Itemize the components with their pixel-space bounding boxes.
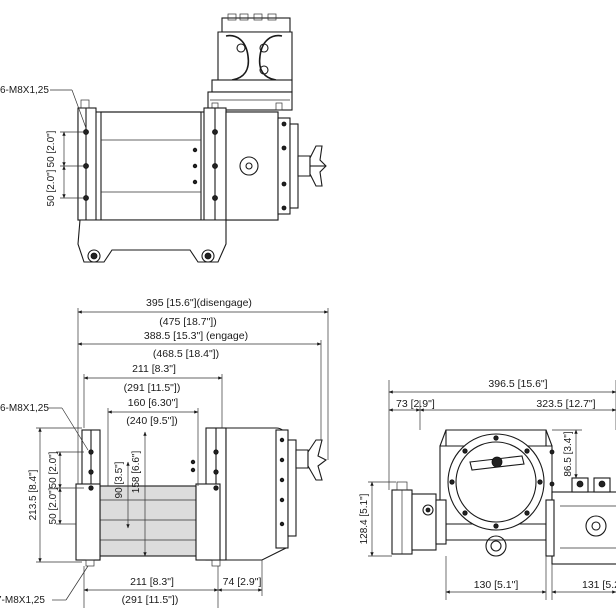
dim-top-upper-pitch: 50 [2.0"]	[46, 130, 57, 167]
dim-side-right: 323.5 [12.7"]	[536, 398, 595, 410]
dim-front-base-alt: (291 [11.5"])	[122, 594, 179, 606]
dim-barrel-dia: 90 [3.5"]	[114, 461, 125, 498]
dim-side-motor-height: 86.5 [3.4"]	[563, 431, 574, 476]
side-view: 396.5 [15.6"] 73 [2.9"] 323.5 [12.7"] 86…	[359, 378, 616, 600]
dim-front-upper-pitch: 50 [2.0"]	[48, 451, 59, 488]
front-winch-body	[75, 427, 328, 567]
dim-drum-alt: (291 [11.5"])	[124, 382, 181, 394]
top-view: 50 [2.0"] 50 [2.0"] 6-M8X1,25	[0, 13, 327, 263]
front-view-dimensions: 395 [15.6"](disengage) (475 [18.7"]) 388…	[0, 297, 329, 608]
side-view-dimensions: 396.5 [15.6"] 73 [2.9"] 323.5 [12.7"] 86…	[359, 378, 616, 600]
dim-side-base-height: 128.4 [5.1"]	[359, 493, 370, 544]
dim-overall-disengage-alt: (475 [18.7"])	[159, 316, 216, 328]
dim-overall-engage: 388.5 [15.3"] (engage)	[144, 330, 248, 342]
dim-inner-alt: (240 [9.5"])	[126, 415, 178, 427]
callout-top-bolt: 6-M8X1,25	[0, 85, 49, 96]
callout-front-bolt-bottom: 7-M8X1,25	[0, 595, 45, 606]
side-winch-body	[391, 429, 616, 565]
dim-flange-dia: 158 [6.6"]	[131, 451, 142, 494]
dim-inner: 160 [6.30"]	[128, 397, 179, 409]
dim-overall-disengage: 395 [15.6"](disengage)	[146, 297, 252, 309]
dim-motor-offset: 74 [2.9"]	[223, 576, 262, 588]
dim-front-height: 213.5 [8.4"]	[28, 469, 39, 520]
hydraulic-motor-top	[207, 13, 293, 111]
frame-body	[77, 99, 327, 263]
dim-side-left: 73 [2.9"]	[396, 398, 435, 410]
dim-overall-engage-alt: (468.5 [18.4"])	[153, 348, 219, 360]
dim-drum: 211 [8.3"]	[132, 363, 176, 375]
dim-side-base-width: 130 [5.1"]	[474, 579, 519, 591]
callout-front-bolt-top: 6-M8X1,25	[0, 403, 49, 414]
dim-side-motor-width: 131 [5.2"]	[582, 579, 616, 591]
front-view: 395 [15.6"](disengage) (475 [18.7"]) 388…	[0, 297, 329, 608]
dim-top-lower-pitch: 50 [2.0"]	[46, 169, 57, 206]
dim-front-lower-pitch: 50 [2.0"]	[48, 487, 59, 524]
dim-side-overall: 396.5 [15.6"]	[488, 378, 547, 390]
dim-front-base: 211 [8.3"]	[130, 576, 174, 588]
top-view-dimensions: 50 [2.0"] 50 [2.0"] 6-M8X1,25	[0, 85, 87, 206]
